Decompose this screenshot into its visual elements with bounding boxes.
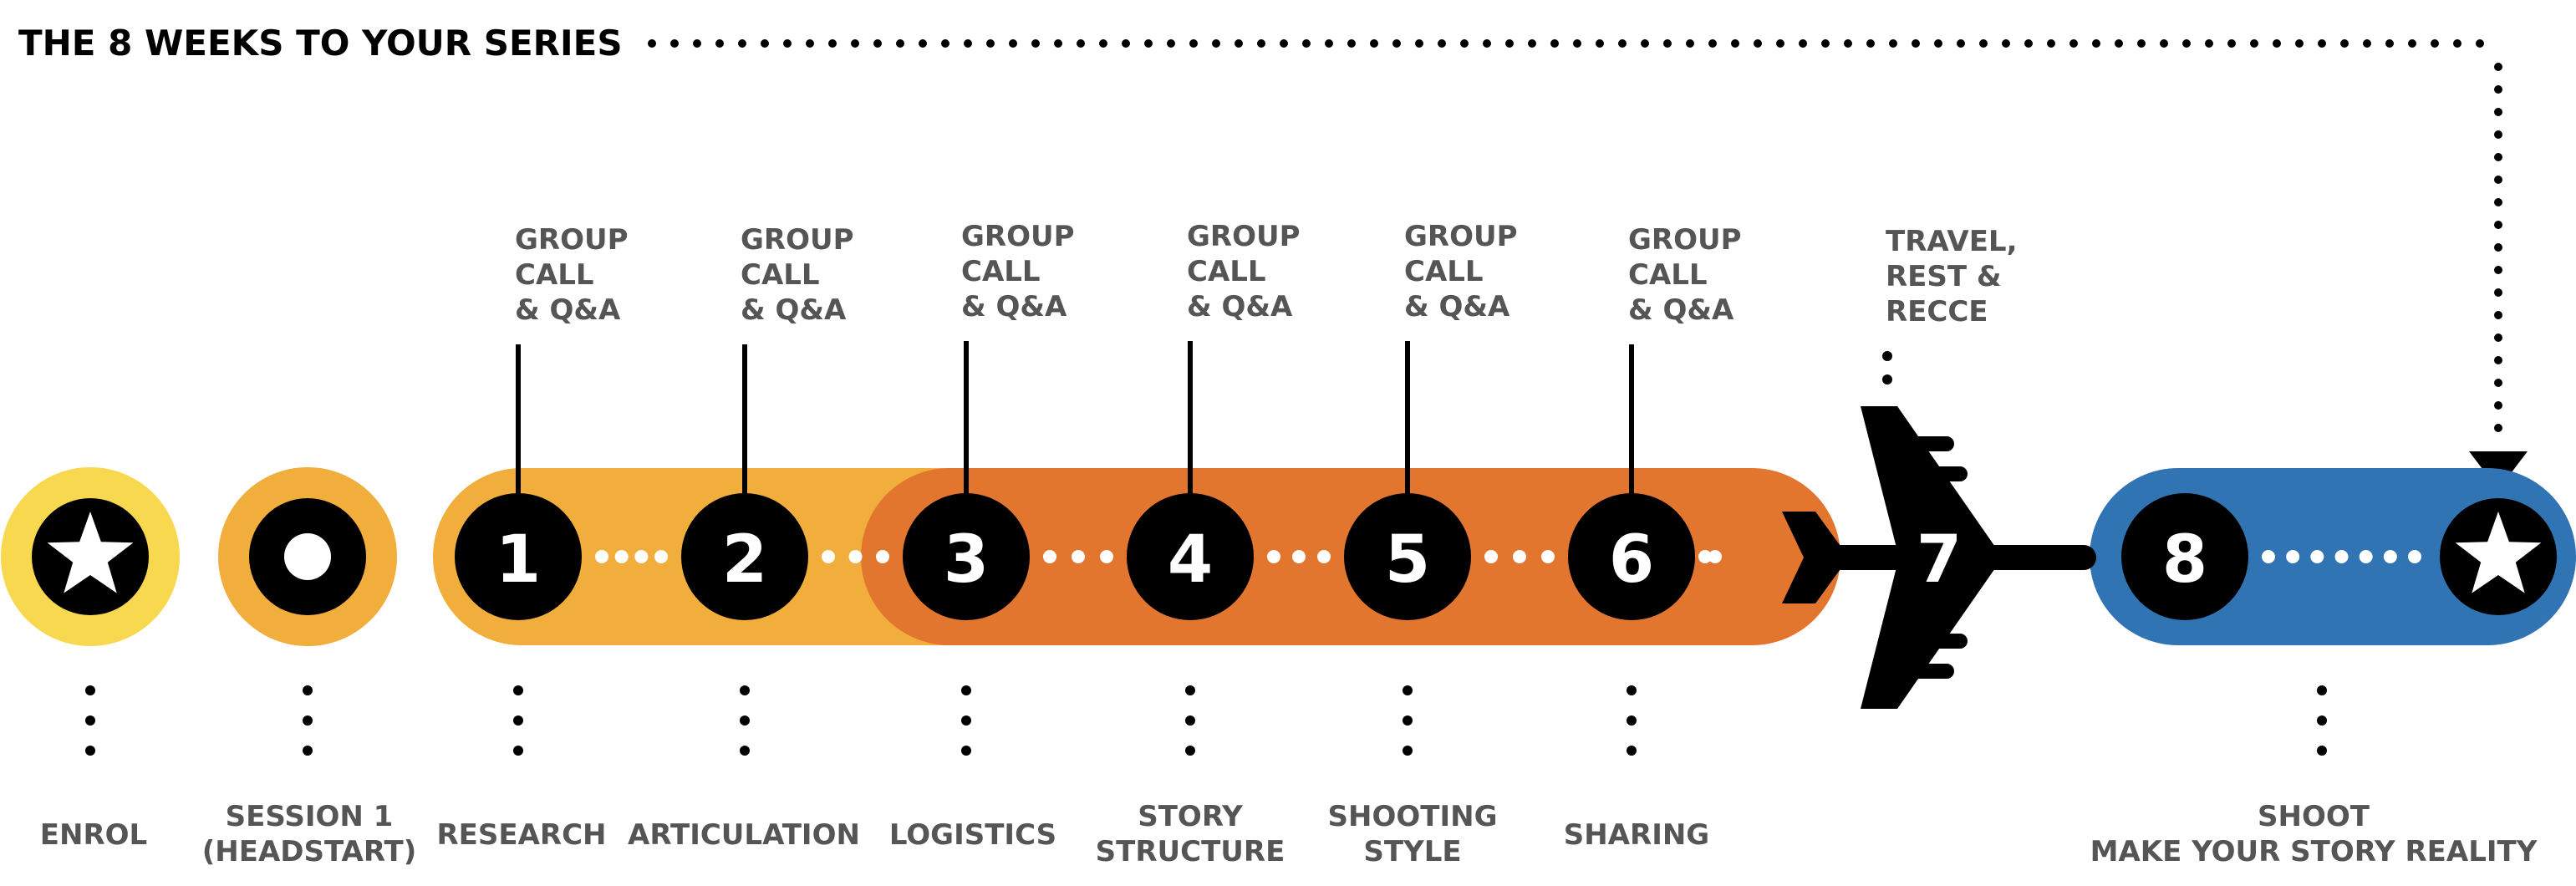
label-line: ENROL xyxy=(40,818,147,852)
week-number: 1 xyxy=(496,522,541,598)
label-drop-dots xyxy=(85,685,2327,756)
label-line: SHARING xyxy=(1564,818,1709,852)
week-3-below-label: LOGISTICS xyxy=(889,818,1056,852)
week-number: 5 xyxy=(1385,522,1430,598)
title-route-dots xyxy=(648,39,2502,432)
travel-connector-dots xyxy=(1882,351,1892,384)
label-line: GROUP xyxy=(515,223,629,257)
label-line: & Q&A xyxy=(515,293,621,327)
week-7-above-label: TRAVEL,REST &RECCE xyxy=(1886,225,2018,328)
label-line: RESEARCH xyxy=(436,818,606,852)
week-number: 6 xyxy=(1609,522,1654,598)
label-line: CALL xyxy=(1628,258,1708,292)
label-line: GROUP xyxy=(1628,223,1742,257)
week-node-7: 7 xyxy=(1917,522,1962,598)
week-1-below-label: RESEARCH xyxy=(436,818,606,852)
label-line: RECCE xyxy=(1886,295,1988,328)
label-line: ARTICULATION xyxy=(628,818,860,852)
label-line: & Q&A xyxy=(1187,290,1293,323)
label-line: GROUP xyxy=(741,223,854,257)
week-node-5: 5 xyxy=(1344,493,1471,620)
star-icon xyxy=(2455,512,2542,593)
label-line: LOGISTICS xyxy=(889,818,1056,852)
session1-label: SESSION 1(HEADSTART) xyxy=(202,800,417,868)
label-line: SHOOTING xyxy=(1328,800,1498,833)
label-line: & Q&A xyxy=(961,290,1067,323)
label-line: GROUP xyxy=(1404,220,1518,253)
label-line: STRUCTURE xyxy=(1096,835,1285,868)
airplane-icon xyxy=(1782,406,2096,709)
enrol-label: ENROL xyxy=(40,818,147,852)
label-line: TRAVEL, xyxy=(1886,225,2018,258)
week-number: 2 xyxy=(722,522,767,598)
week-node-1: 1 xyxy=(455,493,582,620)
label-line: & Q&A xyxy=(1628,293,1734,327)
week-node-6: 6 xyxy=(1568,493,1695,620)
week-6-below-label: SHARING xyxy=(1564,818,1709,852)
week-number: 3 xyxy=(944,522,989,598)
week-connector-dots xyxy=(595,550,2421,563)
week-number: 7 xyxy=(1917,522,1962,598)
star-icon xyxy=(47,512,134,593)
label-line: STYLE xyxy=(1363,835,1461,868)
shoot-node xyxy=(2440,498,2557,615)
label-line: & Q&A xyxy=(1404,290,1510,323)
diagram-title: THE 8 WEEKS TO YOUR SERIES xyxy=(18,23,623,64)
week-node-8: 8 xyxy=(2121,493,2248,620)
week-2-below-label: ARTICULATION xyxy=(628,818,860,852)
dot-circle-icon xyxy=(284,533,331,580)
label-line: CALL xyxy=(1404,255,1484,288)
label-line: STORY xyxy=(1138,800,1243,833)
week-node-4: 4 xyxy=(1127,493,1254,620)
label-line: SHOOT xyxy=(2258,800,2370,833)
label-line: GROUP xyxy=(1187,220,1301,253)
label-line: CALL xyxy=(515,258,594,292)
session1-node xyxy=(218,467,397,646)
week-number: 4 xyxy=(1168,522,1213,598)
label-line: REST & xyxy=(1886,260,2002,293)
label-line: (HEADSTART) xyxy=(202,835,417,868)
enrol-node xyxy=(1,467,180,646)
week-node-3: 3 xyxy=(903,493,1030,620)
label-line: CALL xyxy=(741,258,820,292)
label-line: CALL xyxy=(1187,255,1266,288)
label-line: GROUP xyxy=(961,220,1075,253)
call-connector-lines xyxy=(516,341,1634,497)
label-line: MAKE YOUR STORY REALITY xyxy=(2090,835,2538,868)
week-number: 8 xyxy=(2162,522,2207,598)
label-line: SESSION 1 xyxy=(226,800,394,833)
label-line: CALL xyxy=(961,255,1041,288)
week-node-2: 2 xyxy=(681,493,808,620)
label-line: & Q&A xyxy=(741,293,847,327)
